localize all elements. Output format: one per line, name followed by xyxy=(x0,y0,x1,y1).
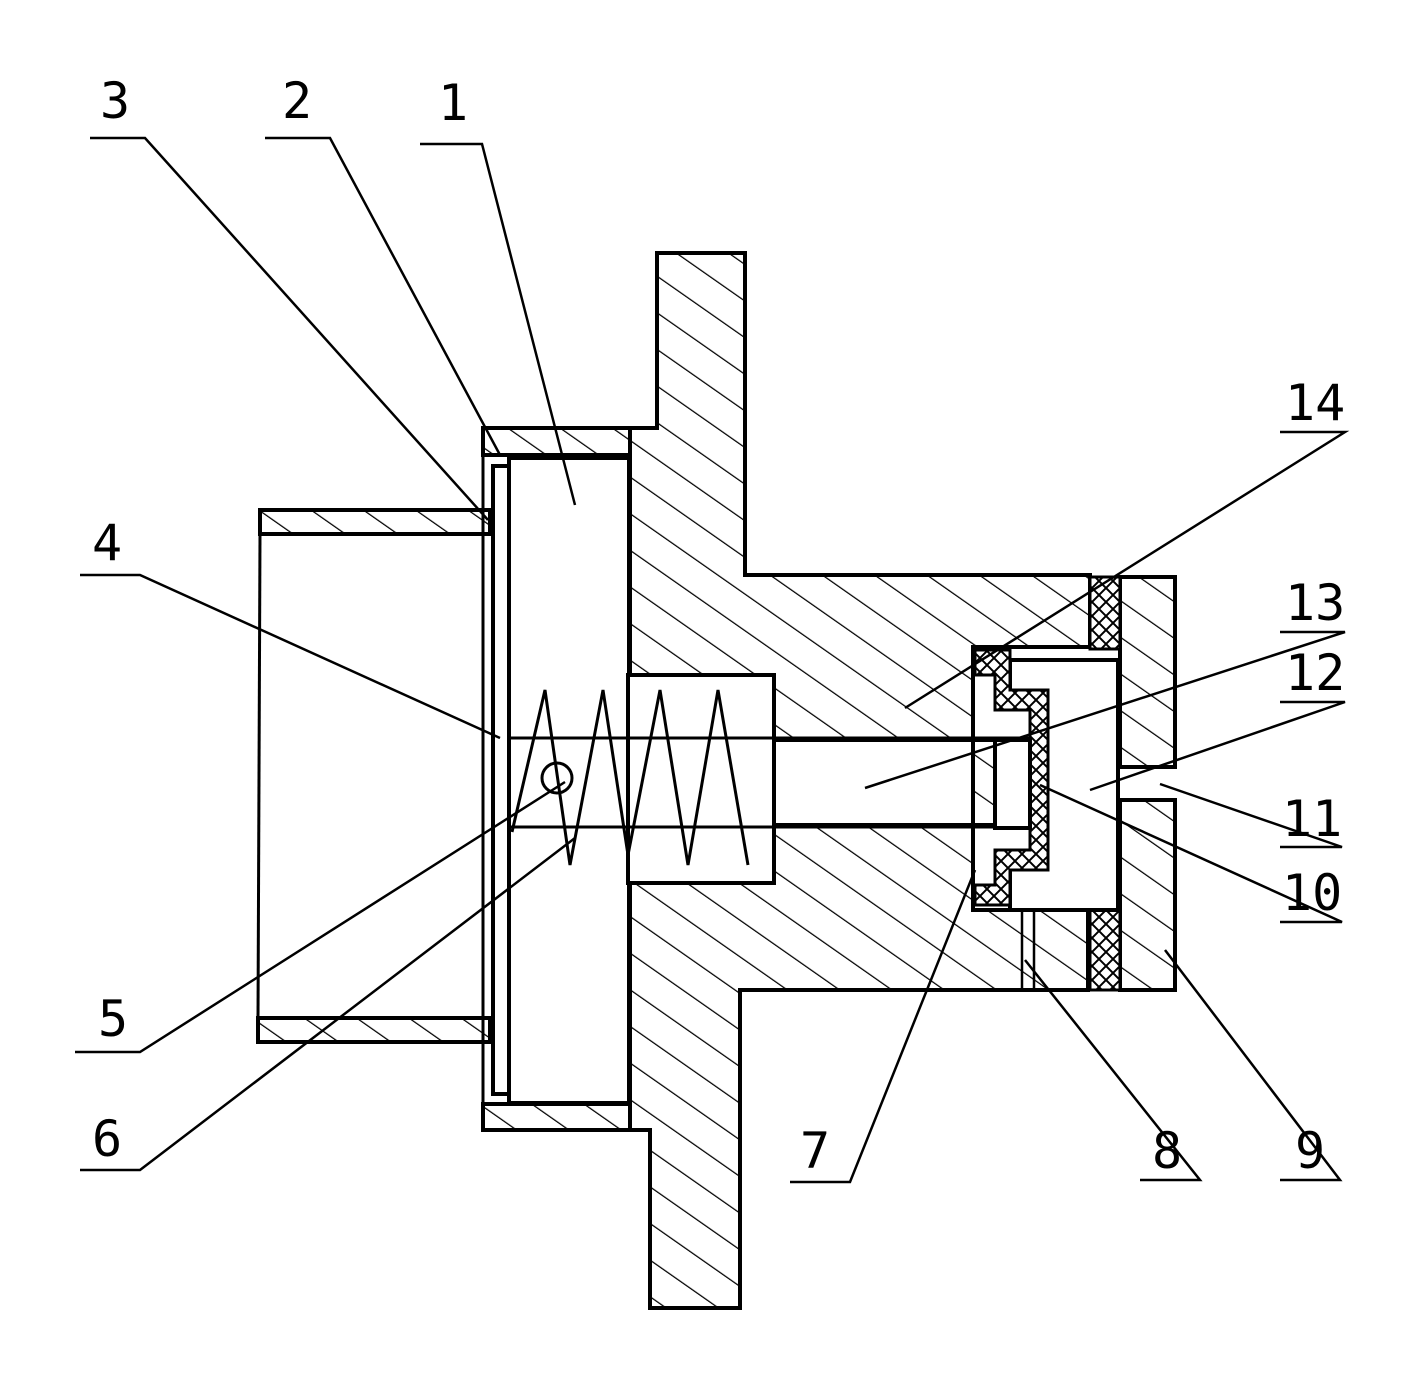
callout-labels: 1 2 3 4 5 6 7 8 9 10 11 12 13 14 xyxy=(92,72,1345,1180)
callout-9: 9 xyxy=(1295,1122,1325,1180)
end-cap-part-9 xyxy=(1088,575,1177,992)
spring-part-6 xyxy=(510,689,750,866)
callout-7: 7 xyxy=(800,1122,830,1180)
callout-13: 13 xyxy=(1285,574,1345,632)
callout-5: 5 xyxy=(98,990,128,1048)
callout-12: 12 xyxy=(1285,644,1345,702)
callout-10: 10 xyxy=(1282,864,1342,922)
callout-6: 6 xyxy=(92,1110,122,1168)
leader-lines xyxy=(75,136,1350,1184)
shaft-part-13 xyxy=(509,736,1030,829)
port-part-8 xyxy=(1020,912,1036,988)
callout-3: 3 xyxy=(100,72,130,130)
chamber-part-1 xyxy=(507,456,631,1105)
sleeve-part-3 xyxy=(256,508,492,1044)
callout-8: 8 xyxy=(1152,1122,1182,1180)
vent-hole-part-11 xyxy=(1120,765,1175,802)
spring-seat xyxy=(626,673,776,885)
callout-4: 4 xyxy=(92,514,122,572)
callout-11: 11 xyxy=(1282,790,1342,848)
piston-head-part-7 xyxy=(993,738,1032,830)
callout-2: 2 xyxy=(282,72,312,130)
callout-1: 1 xyxy=(438,74,468,132)
callout-14: 14 xyxy=(1285,374,1345,432)
pin-part-5 xyxy=(540,761,574,795)
plate-part-4 xyxy=(491,464,511,1096)
diaphragm-part-10 xyxy=(973,648,1050,907)
